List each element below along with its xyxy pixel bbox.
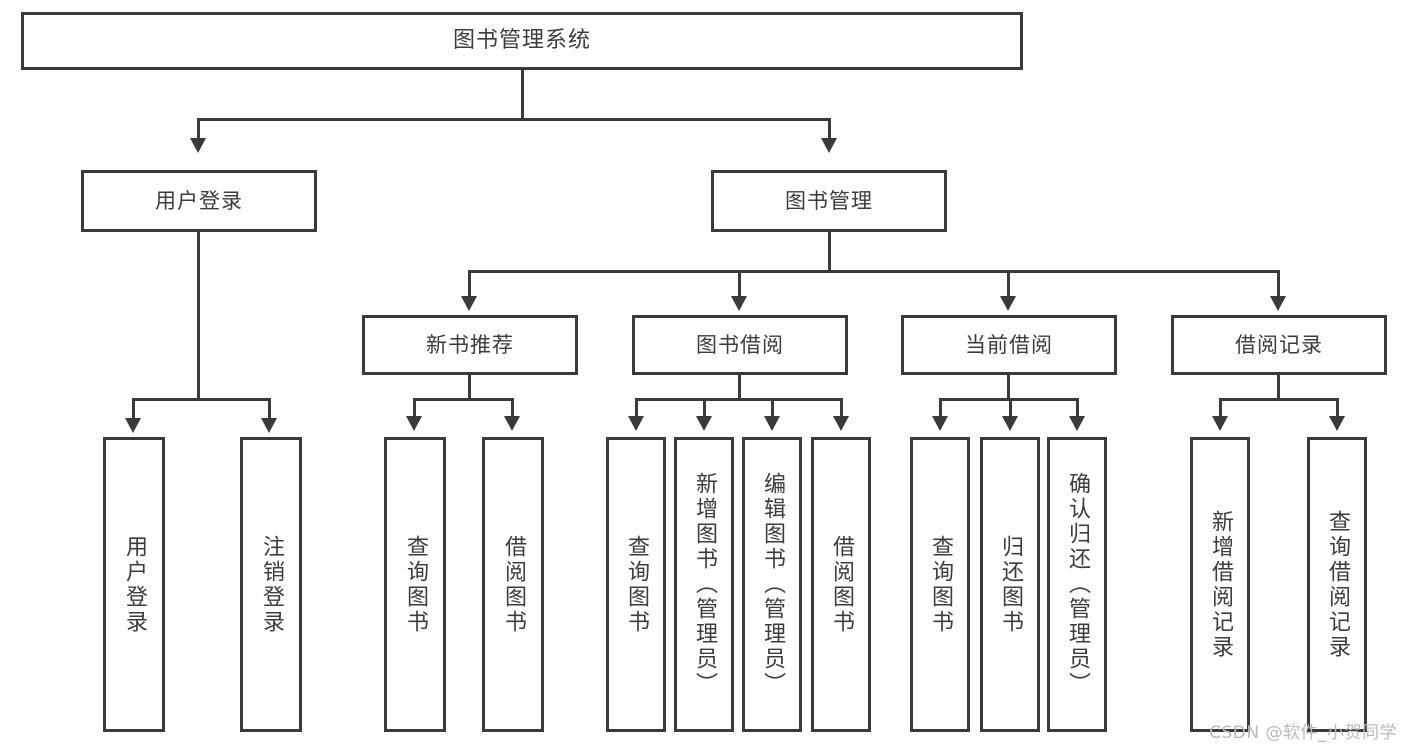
connector-book-borrow-to-leaf-4 xyxy=(840,398,843,418)
connector-book-borrow-to-leaf-1 xyxy=(635,398,638,418)
arrow-book-borrow-to-leaf-4 xyxy=(833,416,849,431)
leaf-return-book[interactable]: 归还图书 xyxy=(980,437,1040,732)
node-label: 查询图书 xyxy=(402,534,428,635)
connector-book-management-bus xyxy=(468,270,1280,273)
connector-root-stem xyxy=(521,70,524,118)
connector-borrow-record-bus xyxy=(1219,398,1339,401)
node-book-borrow[interactable]: 图书借阅 xyxy=(632,315,848,375)
leaf-query-book-recommend[interactable]: 查询图书 xyxy=(384,437,446,732)
node-label: 用户登录 xyxy=(121,534,147,635)
node-label: 查询图书 xyxy=(623,534,649,635)
arrow-root-to-user-login xyxy=(190,138,206,153)
arrow-new-book-to-leaf-1 xyxy=(406,416,422,431)
leaf-add-borrow-record[interactable]: 新增借阅记录 xyxy=(1190,437,1250,732)
arrow-bm-to-new-book xyxy=(461,296,477,311)
leaf-user-login[interactable]: 用户登录 xyxy=(103,437,165,732)
node-user-login[interactable]: 用户登录 xyxy=(81,170,317,232)
connector-user-login-to-leaf-2 xyxy=(268,398,271,420)
node-label: 注销登录 xyxy=(258,534,284,635)
leaf-query-borrow-record[interactable]: 查询借阅记录 xyxy=(1307,437,1367,732)
connector-current-borrow-to-leaf-3 xyxy=(1076,398,1079,418)
node-label: 图书借阅 xyxy=(696,332,784,357)
connector-bm-to-current-borrow xyxy=(1007,270,1010,298)
connector-bm-to-book-borrow xyxy=(738,270,741,298)
node-label: 借阅记录 xyxy=(1235,332,1323,357)
node-new-book-recommend[interactable]: 新书推荐 xyxy=(362,315,578,375)
connector-new-book-to-leaf-2 xyxy=(511,398,514,418)
connector-book-management-stem xyxy=(828,232,831,272)
leaf-borrow-book[interactable]: 借阅图书 xyxy=(811,437,871,732)
node-label: 编辑图书（管理员） xyxy=(759,472,785,697)
leaf-confirm-return-admin[interactable]: 确认归还（管理员） xyxy=(1047,437,1107,732)
node-label: 查询借阅记录 xyxy=(1324,509,1350,660)
connector-bm-to-new-book xyxy=(468,270,471,298)
node-label: 确认归还（管理员） xyxy=(1064,472,1090,697)
connector-borrow-record-to-leaf-1 xyxy=(1219,398,1222,418)
connector-new-book-stem xyxy=(468,375,471,400)
node-borrow-record[interactable]: 借阅记录 xyxy=(1171,315,1387,375)
arrow-new-book-to-leaf-2 xyxy=(504,416,520,431)
node-label: 新增借阅记录 xyxy=(1207,509,1233,660)
connector-book-borrow-bus xyxy=(635,398,843,401)
arrow-user-login-to-leaf-1 xyxy=(125,418,141,433)
arrow-root-to-book-management xyxy=(821,138,837,153)
node-label: 图书管理 xyxy=(785,188,873,213)
leaf-edit-book-admin[interactable]: 编辑图书（管理员） xyxy=(742,437,802,732)
connector-new-book-to-leaf-1 xyxy=(413,398,416,418)
node-label: 用户登录 xyxy=(155,188,243,213)
node-label: 图书管理系统 xyxy=(452,28,591,53)
connector-root-bus xyxy=(197,118,831,121)
connector-book-borrow-to-leaf-3 xyxy=(771,398,774,418)
node-root-book-management-system[interactable]: 图书管理系统 xyxy=(21,12,1023,70)
node-label: 归还图书 xyxy=(997,534,1023,635)
arrow-user-login-to-leaf-2 xyxy=(261,418,277,433)
leaf-query-book-current[interactable]: 查询图书 xyxy=(910,437,970,732)
arrow-borrow-record-to-leaf-2 xyxy=(1329,416,1345,431)
connector-user-login-bus xyxy=(132,398,270,401)
connector-book-borrow-to-leaf-2 xyxy=(703,398,706,418)
arrow-book-borrow-to-leaf-1 xyxy=(628,416,644,431)
arrow-book-borrow-to-leaf-2 xyxy=(696,416,712,431)
arrow-borrow-record-to-leaf-1 xyxy=(1212,416,1228,431)
connector-book-borrow-stem xyxy=(738,375,741,400)
arrow-current-borrow-to-leaf-2 xyxy=(1002,416,1018,431)
arrow-current-borrow-to-leaf-3 xyxy=(1069,416,1085,431)
node-label: 新书推荐 xyxy=(426,332,514,357)
node-book-management[interactable]: 图书管理 xyxy=(711,170,947,232)
node-label: 借阅图书 xyxy=(500,534,526,635)
connector-borrow-record-to-leaf-2 xyxy=(1336,398,1339,418)
connector-bm-to-borrow-record xyxy=(1277,270,1280,298)
arrow-bm-to-current-borrow xyxy=(1000,296,1016,311)
arrow-current-borrow-to-leaf-1 xyxy=(932,416,948,431)
leaf-query-book-borrow[interactable]: 查询图书 xyxy=(606,437,666,732)
connector-current-borrow-to-leaf-1 xyxy=(939,398,942,418)
connector-user-login-to-leaf-1 xyxy=(132,398,135,420)
node-label: 当前借阅 xyxy=(965,332,1053,357)
connector-root-to-book-management xyxy=(828,118,831,140)
connector-new-book-bus xyxy=(413,398,513,401)
leaf-logout[interactable]: 注销登录 xyxy=(240,437,302,732)
node-label: 借阅图书 xyxy=(828,534,854,635)
node-current-borrow[interactable]: 当前借阅 xyxy=(901,315,1117,375)
arrow-book-borrow-to-leaf-3 xyxy=(764,416,780,431)
leaf-add-book-admin[interactable]: 新增图书（管理员） xyxy=(674,437,734,732)
node-label: 查询图书 xyxy=(927,534,953,635)
arrow-bm-to-borrow-record xyxy=(1270,296,1286,311)
leaf-borrow-book-recommend[interactable]: 借阅图书 xyxy=(482,437,544,732)
node-label: 新增图书（管理员） xyxy=(691,472,717,697)
connector-current-borrow-to-leaf-2 xyxy=(1009,398,1012,418)
connector-current-borrow-stem xyxy=(1007,375,1010,400)
connector-user-login-stem xyxy=(197,232,200,400)
connector-root-to-user-login xyxy=(197,118,200,140)
connector-borrow-record-stem xyxy=(1277,375,1280,400)
arrow-bm-to-book-borrow xyxy=(731,296,747,311)
